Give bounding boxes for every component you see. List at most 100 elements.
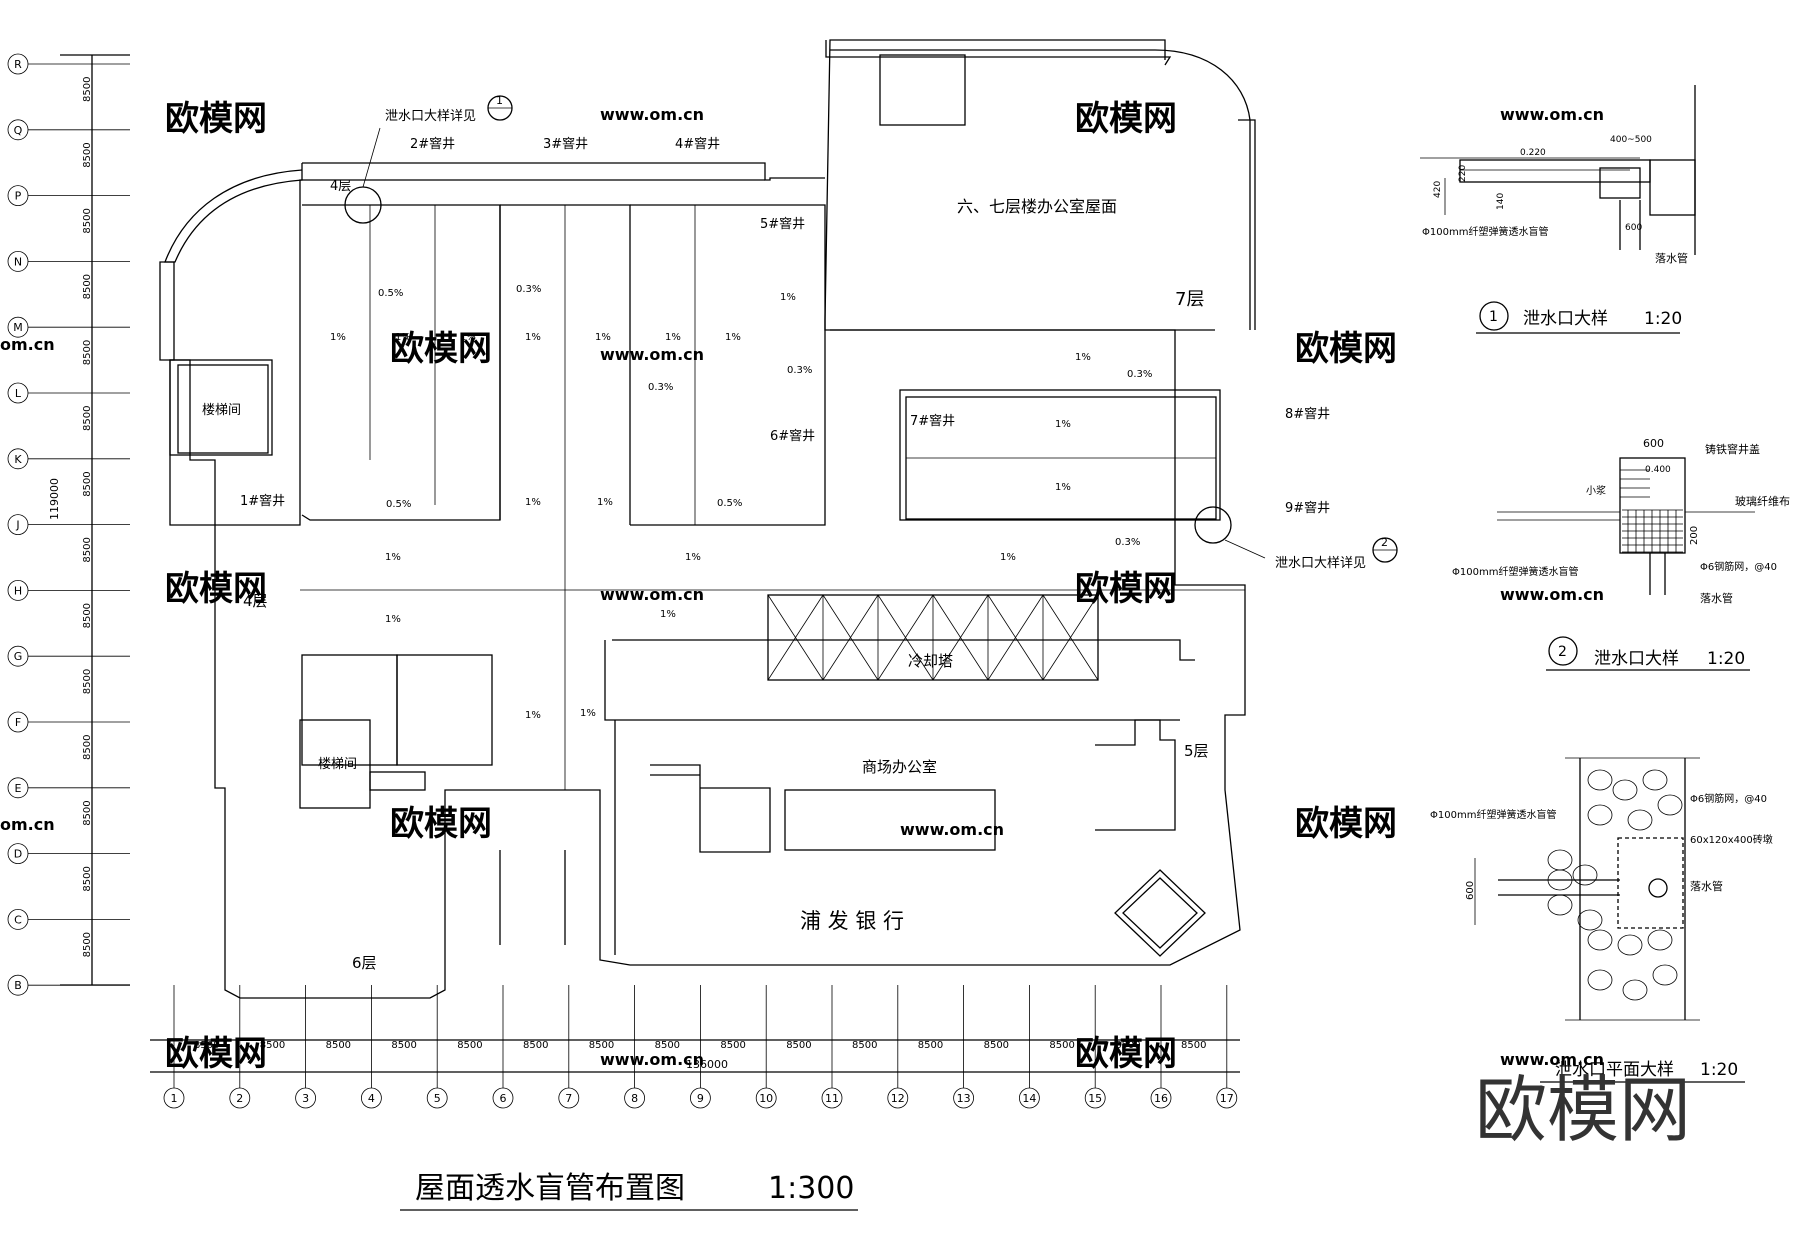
- watermark-text: 欧模网: [1075, 569, 1177, 609]
- row-span-dim: 8500: [82, 866, 93, 891]
- slope-1pct-label: 1%: [580, 708, 596, 719]
- col-axis-label: 7: [565, 1092, 572, 1105]
- col-axis-label: 5: [434, 1092, 441, 1105]
- well-1-label: 1#窨井: [240, 493, 285, 509]
- row-axis-label: D: [14, 848, 22, 861]
- col-span-dim: 8500: [457, 1040, 482, 1051]
- row-axis-label: Q: [14, 124, 23, 137]
- callout-2-num: 2: [1381, 536, 1388, 549]
- axis-markers: R8500Q8500P8500N8500M8500L8500K8500J8500…: [7, 53, 1238, 1109]
- d3-pipe-label: Φ100mm纤塑弹簧透水盲管: [1430, 808, 1556, 821]
- row-span-dim: 8500: [82, 537, 93, 562]
- slope-1pct-label: 1%: [1055, 419, 1071, 430]
- col-axis-rail: 136000: [150, 1039, 1240, 1073]
- row-span-dim: 8500: [82, 603, 93, 628]
- slope-1pct-label: 1%: [725, 332, 741, 343]
- d3-scale: 1:20: [1700, 1060, 1738, 1080]
- row-axis-label: K: [14, 453, 22, 466]
- slope-label: 0.5%: [378, 288, 403, 299]
- d1-pipe-label: Φ100mm纤塑弹簧透水盲管: [1422, 225, 1548, 238]
- watermark-text: 欧模网: [390, 329, 492, 369]
- detail-1: 0.220 400~500 420 220 140 600 Φ100mm纤塑弹簧…: [1420, 85, 1696, 334]
- mall-office-label: 商场办公室: [862, 758, 937, 776]
- col-axis-label: 12: [891, 1092, 905, 1105]
- slope-1pct-label: 1%: [525, 497, 541, 508]
- plan-labels: 泄水口大样详见 1 泄水口大样详见 2 2#窨井 3#窨井 4#窨井 5#窨井 …: [202, 94, 1388, 972]
- well-4-label: 4#窨井: [675, 136, 720, 152]
- watermark-text: 欧模网: [1295, 329, 1397, 369]
- well-5-label: 5#窨井: [760, 216, 805, 232]
- col-axis-label: 17: [1220, 1092, 1234, 1105]
- col-span-dim: 8500: [391, 1040, 416, 1051]
- well-9-label: 9#窨井: [1285, 500, 1330, 516]
- floor5-label: 5层: [1184, 742, 1209, 760]
- d1-dim-d: 220: [1458, 165, 1468, 182]
- col-axis-label: 16: [1154, 1092, 1168, 1105]
- d2-scale: 1:20: [1707, 649, 1745, 669]
- watermark-url: www.om.cn: [900, 820, 1004, 839]
- slope-label: 0.3%: [516, 284, 541, 295]
- d1-title: 泄水口大样: [1523, 309, 1608, 329]
- row-span-dim: 8500: [82, 800, 93, 825]
- watermark-text: 欧模网: [390, 804, 492, 844]
- floor6-label: 6层: [352, 954, 377, 972]
- d1-dim-e: 140: [1496, 193, 1506, 210]
- cooling-tower-cells: [767, 594, 1099, 681]
- d2-cover-label: 铸铁窨井盖: [1705, 442, 1760, 456]
- slope-label: 0.3%: [1115, 537, 1140, 548]
- col-span-dim: 8500: [589, 1040, 614, 1051]
- vertical-total-dim: 119000: [48, 478, 61, 520]
- d2-fiber-label: 玻璃纤维布: [1735, 494, 1790, 508]
- row-span-dim: 8500: [82, 340, 93, 365]
- col-axis-label: 3: [302, 1092, 309, 1105]
- col-span-dim: 8500: [984, 1040, 1009, 1051]
- slope-1pct-label: 1%: [330, 332, 346, 343]
- floor4-left-label: 4层: [243, 592, 268, 610]
- slope-1pct-label: 1%: [385, 614, 401, 625]
- detail-2: 600 0.400 铸铁窨井盖 小浆 玻璃纤维布 Φ100mm纤塑弹簧透水盲管 …: [1452, 437, 1790, 671]
- stair2-label: 楼梯间: [318, 757, 357, 772]
- col-axis-label: 15: [1088, 1092, 1102, 1105]
- col-span-dim: 8500: [326, 1040, 351, 1051]
- stair1-label: 楼梯间: [202, 403, 241, 418]
- watermark-url: om.cn: [0, 815, 55, 834]
- slope-1pct-label: 1%: [1075, 352, 1091, 363]
- col-axis-label: 1: [171, 1092, 178, 1105]
- row-span-dim: 8500: [82, 735, 93, 760]
- detail-3: 600 Φ100mm纤塑弹簧透水盲管 Φ6钢筋网，@40 60x120x400砖…: [1430, 757, 1773, 1083]
- slope-label: 0.3%: [648, 382, 673, 393]
- d2-bump-label: 小浆: [1586, 484, 1606, 497]
- watermark-text: 欧模网: [165, 99, 267, 139]
- slope-1pct-labels: 1%1%1%1%1%1%1%1%1%1%1%1%1%1%1%1%1%1%1%1%: [330, 292, 1091, 721]
- col-axis-label: 10: [759, 1092, 773, 1105]
- watermark-url: www.om.cn: [1500, 585, 1604, 604]
- slope-1pct-label: 1%: [1000, 552, 1016, 563]
- callout-1-num: 1: [496, 94, 503, 107]
- slope-1pct-label: 1%: [660, 609, 676, 620]
- col-span-dim: 8500: [260, 1040, 285, 1051]
- col-span-dim: 8500: [655, 1040, 680, 1051]
- watermark-url: www.om.cn: [1500, 105, 1604, 124]
- callout-circle-2: [1194, 506, 1232, 544]
- col-span-dim: 8500: [1049, 1040, 1074, 1051]
- slope-1pct-label: 1%: [385, 552, 401, 563]
- d2-gravel-grid: [1620, 469, 1683, 553]
- slope-1pct-label: 1%: [525, 710, 541, 721]
- cooling-tower-label: 冷却塔: [908, 652, 953, 670]
- slope-1pct-label: 1%: [665, 332, 681, 343]
- col-axis-label: 4: [368, 1092, 375, 1105]
- bank-label: 浦 发 银 行: [800, 909, 904, 933]
- col-span-dim: 8500: [720, 1040, 745, 1051]
- d2-pipe-label: Φ100mm纤塑弹簧透水盲管: [1452, 565, 1578, 578]
- row-span-dim: 8500: [82, 208, 93, 233]
- row-span-dim: 8500: [82, 406, 93, 431]
- d2-downpipe-label: 落水管: [1700, 591, 1733, 605]
- d3-downpipe-label: 落水管: [1690, 879, 1723, 893]
- col-axis-label: 11: [825, 1092, 839, 1105]
- plan-title: 屋面透水盲管布置图: [415, 1171, 685, 1206]
- col-axis-label: 13: [957, 1092, 971, 1105]
- watermark-url: www.om.cn: [600, 1050, 704, 1069]
- d1-dim-f: 600: [1625, 223, 1642, 233]
- col-span-dim: 8500: [1181, 1040, 1206, 1051]
